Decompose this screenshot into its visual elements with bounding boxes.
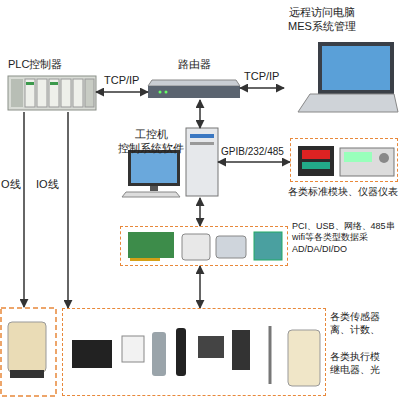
connector-arrow xyxy=(240,87,284,89)
node-text: PCI、USB、网络、485串 wifi等各类型数据采 AD/DA/DI/DO xyxy=(292,221,400,255)
connector-arrow xyxy=(96,91,148,93)
plc-led xyxy=(50,82,58,85)
usb-daq xyxy=(182,234,210,260)
keyboard xyxy=(122,192,180,197)
pci-card xyxy=(128,232,174,258)
io-wire xyxy=(23,112,25,307)
network-daq xyxy=(216,236,246,258)
connector-arrow xyxy=(67,112,69,308)
router-top xyxy=(148,80,240,86)
pci-connector xyxy=(130,258,160,261)
rs485-module xyxy=(254,232,282,260)
router-body xyxy=(148,86,240,98)
multimeter xyxy=(340,148,394,176)
tower-drive xyxy=(190,142,214,145)
temperature-probe xyxy=(269,326,272,384)
node-text: 工控机 控制系统软件 xyxy=(116,128,186,156)
multimeter-knob xyxy=(379,153,389,163)
relay xyxy=(288,330,320,386)
daq-box: PCI、USB、网络、485串 wifi等各类型数据采 AD/DA/DI/DO xyxy=(120,226,288,266)
edge-label: IO线 xyxy=(36,178,59,192)
controller-instrument xyxy=(298,146,334,176)
router-led xyxy=(159,91,162,94)
monitor-frame xyxy=(128,150,180,186)
connector-arrow xyxy=(218,161,290,163)
connector-arrow xyxy=(199,266,201,308)
connector-arrow xyxy=(199,198,201,226)
device-box: 各类传感器 离、计数、各类执行模 继电器、光 xyxy=(62,308,326,396)
sensor-device xyxy=(152,332,166,376)
laptop-screen xyxy=(322,46,390,90)
laptop-frame xyxy=(318,42,394,94)
sensor-device xyxy=(232,330,250,370)
router-node: 路由器 xyxy=(148,58,240,100)
plc-rack xyxy=(8,76,96,110)
relay-base xyxy=(10,370,44,378)
node-text: 各类标准模块、仪器仪表 xyxy=(288,186,400,198)
instrument-display xyxy=(302,150,330,159)
plc-module xyxy=(49,79,59,107)
wire-label: O线 xyxy=(1,178,21,192)
sensor-device xyxy=(176,328,186,376)
plc-led xyxy=(26,82,34,85)
edge-label: TCP/IP xyxy=(104,74,139,88)
node-text: 路由器 xyxy=(148,58,240,72)
node-text: PLC控制器 xyxy=(8,58,96,72)
router-led xyxy=(165,91,168,94)
monitor-stand xyxy=(150,186,158,191)
plc-module xyxy=(73,79,83,107)
sensor-device xyxy=(72,340,112,368)
laptop-node: 远程访问电脑 MES系统管理 xyxy=(284,4,398,118)
relay xyxy=(8,322,46,372)
sensor-device xyxy=(122,336,144,362)
relay-group-box xyxy=(1,308,56,396)
plc-module xyxy=(85,79,94,107)
edge-label: TCP/IP xyxy=(244,70,279,84)
node-text: 各类执行模 继电器、光 xyxy=(330,351,400,376)
plc-module xyxy=(11,79,23,107)
edge-label: GPIB/232/485 xyxy=(221,146,284,159)
plc-module xyxy=(37,79,47,107)
pc-tower xyxy=(186,128,218,196)
plc-module xyxy=(61,79,71,107)
node-text: 各类传感器 离、计数、 xyxy=(330,311,400,336)
multimeter-display xyxy=(344,152,372,162)
monitor-screen xyxy=(131,153,177,183)
tower-stripe xyxy=(190,134,214,138)
instrument-display xyxy=(302,162,330,169)
laptop-base xyxy=(298,94,398,112)
node-text: 远程访问电脑 MES系统管理 xyxy=(284,6,360,34)
connector-arrow xyxy=(199,100,201,128)
plc-module xyxy=(25,79,35,107)
plc-node: PLC控制器 xyxy=(8,58,96,112)
ipc-node: 工控机 控制系统软件 xyxy=(118,128,218,198)
instrument-box: 各类标准模块、仪器仪表 xyxy=(290,138,398,182)
sensor-device xyxy=(198,336,224,358)
